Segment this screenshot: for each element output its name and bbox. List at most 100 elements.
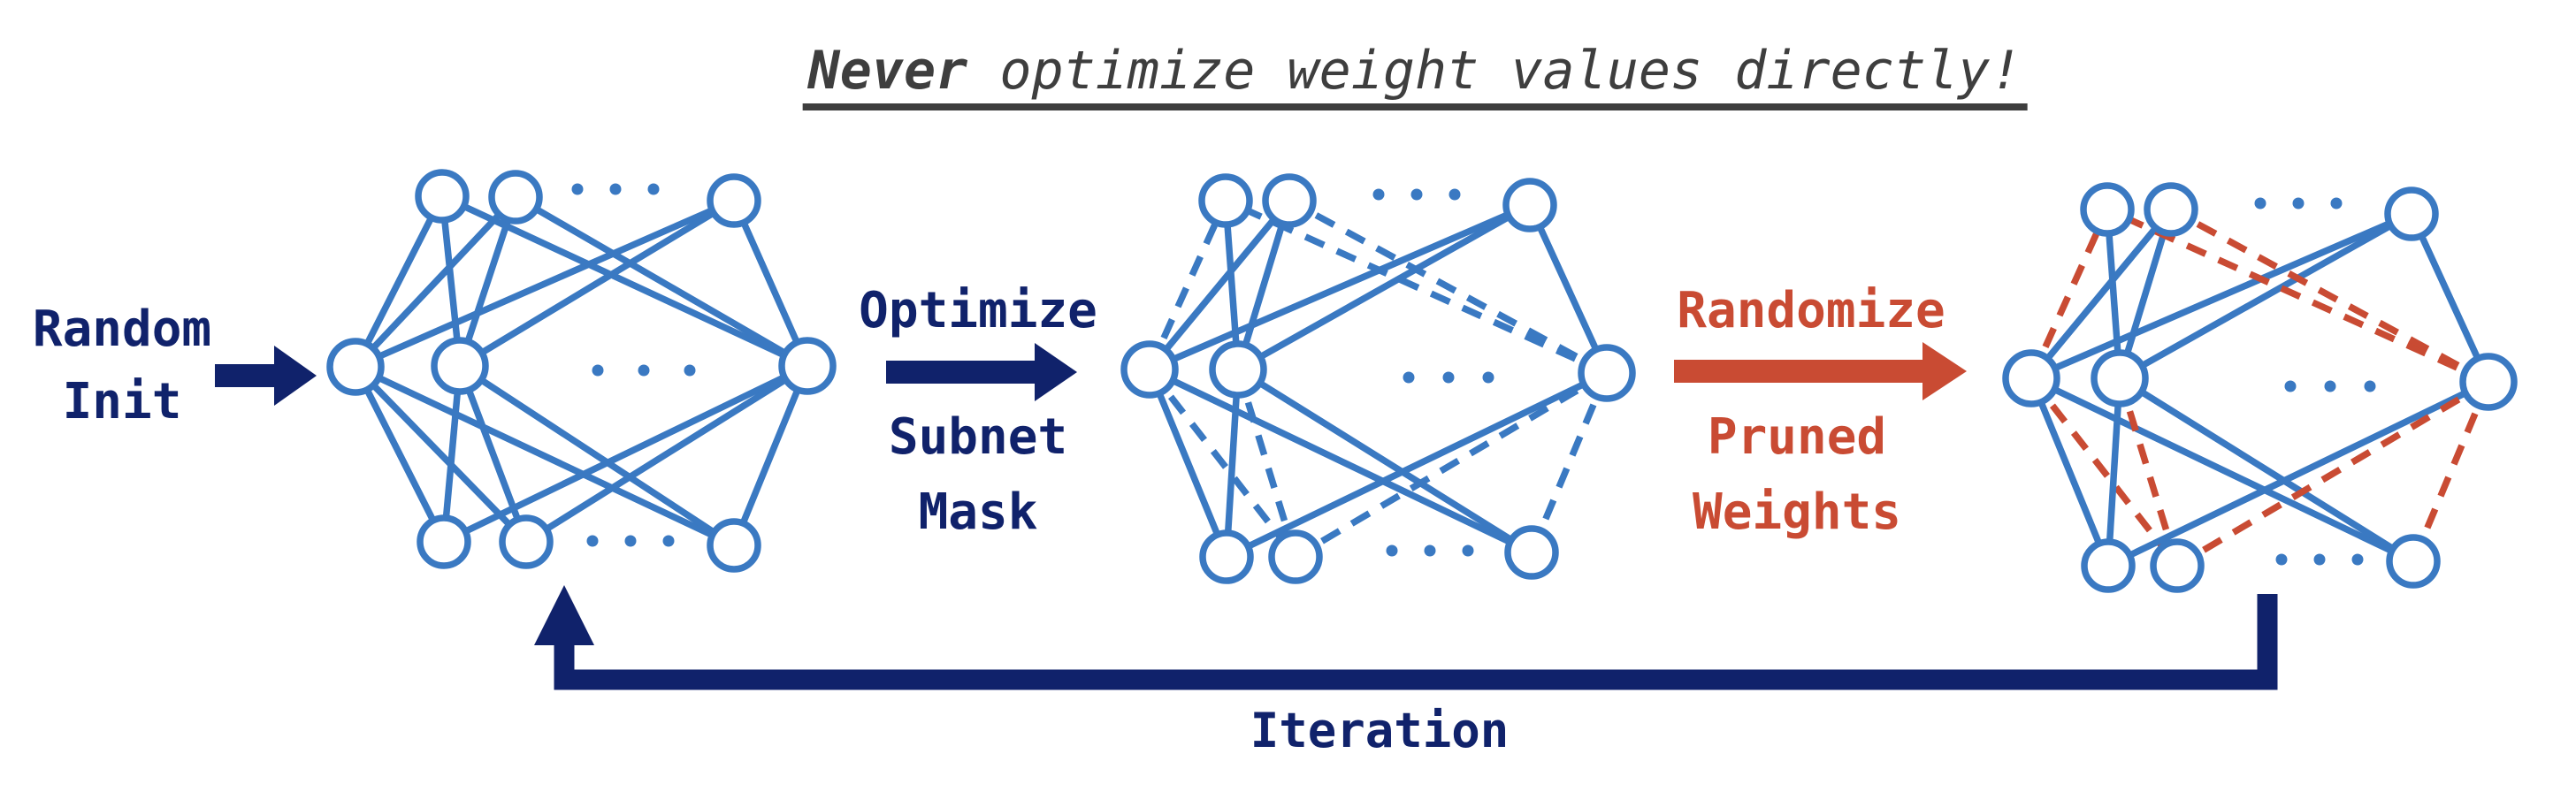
ellipsis-dot: [684, 364, 696, 377]
weight-edge: [2029, 375, 2415, 565]
pruned-weight-edge: [1146, 199, 1229, 371]
weight-edge: [1148, 366, 1533, 556]
ellipsis-dot: [1372, 188, 1385, 201]
neuron-node: [2144, 182, 2198, 237]
figure-title: Never optimize weight values directly!: [802, 40, 2028, 110]
pruned-weight-edge: [1528, 371, 1610, 554]
pruned-weight-edge: [440, 193, 809, 369]
title-rest: optimize weight values directly!: [967, 40, 2022, 102]
weight-edge: [353, 194, 518, 369]
neuron-node: [2002, 349, 2060, 407]
pruned-weight-edge: [1224, 197, 1609, 377]
neuron-node: [1198, 173, 1253, 228]
pruned-weight-edge: [1147, 367, 1298, 560]
weight-edge: [2118, 210, 2413, 382]
neuron-node: [1502, 178, 1557, 232]
neuron-node: [2091, 349, 2149, 407]
neuron-node: [707, 518, 761, 573]
ellipsis-dot: [2330, 197, 2343, 209]
ellipsis-dot: [647, 183, 660, 195]
pruned-weight-edge: [2175, 378, 2490, 569]
weight-edge: [352, 365, 447, 544]
pruned-weight-edge: [1288, 197, 1609, 377]
weight-edge: [2028, 377, 2112, 567]
ellipsis-dot: [2351, 553, 2364, 566]
neuron-node: [326, 338, 385, 396]
weight-edge: [1148, 202, 1532, 373]
neuron-node: [415, 169, 470, 224]
neuron-node: [778, 337, 837, 395]
ellipsis-dot: [2254, 197, 2266, 209]
pruned-weight-edge: [730, 364, 811, 547]
neuron-node: [499, 514, 554, 569]
ellipsis-dot: [638, 364, 650, 377]
neuron-node: [431, 337, 489, 395]
ellipsis-dot: [1449, 188, 1461, 201]
neuron-node: [2459, 353, 2518, 411]
ellipsis-dot: [2284, 380, 2297, 392]
weight-edge: [457, 362, 737, 549]
right-arrow-icon: [1674, 360, 1926, 383]
weight-edge: [2106, 378, 2490, 569]
pruned-weight-edge: [1294, 369, 1609, 560]
neuron-node: [1209, 340, 1267, 399]
neuron-node: [1120, 340, 1179, 399]
neuron-node: [1504, 525, 1559, 580]
pruned-weight-edge: [2410, 380, 2492, 563]
weight-edge: [1147, 198, 1292, 372]
ellipsis-dot: [2364, 380, 2376, 392]
pruned-weight-edge: [2169, 206, 2490, 385]
weight-edge: [2029, 207, 2174, 381]
ellipsis-dot: [1403, 371, 1415, 384]
weight-edge: [458, 197, 736, 369]
ellipsis-dot: [624, 535, 637, 547]
randomize-arrow: [1674, 342, 1967, 400]
randomize-label: Randomize: [1677, 282, 1945, 339]
arrow-head-icon: [274, 346, 317, 406]
weight-edge: [1236, 366, 1533, 556]
right-arrow-icon: [886, 361, 1038, 384]
pruned-weight-edge: [352, 194, 446, 369]
ellipsis-dot: [662, 535, 675, 547]
ellipsis-dot: [2324, 380, 2336, 392]
random-init-arrow: [215, 346, 317, 406]
neuron-node: [2081, 538, 2136, 593]
network-subnet-mask: [1120, 173, 1636, 584]
pruned-weights-label: Pruned Weights: [1692, 408, 1902, 541]
ellipsis-dot: [2275, 553, 2288, 566]
subnet-mask-label: Subnet Mask: [888, 408, 1068, 541]
neuron-node: [2386, 534, 2441, 589]
ellipsis-dot: [1482, 371, 1494, 384]
optimize-arrow: [886, 343, 1077, 401]
weight-edge: [354, 197, 736, 370]
network-random-init: [326, 169, 837, 573]
ellipsis-dot: [1410, 188, 1423, 201]
arrow-head-icon: [1035, 343, 1077, 401]
weight-edge: [354, 363, 736, 549]
random-init-label: Random Init: [32, 301, 212, 430]
arrow-head-icon: [1922, 342, 1967, 400]
network-randomized-weights: [2002, 182, 2518, 593]
pruned-weight-edge: [524, 362, 809, 545]
neuron-node: [2080, 182, 2135, 237]
ellipsis-dot: [2292, 197, 2305, 209]
neuron-node: [417, 514, 471, 569]
neuron-node: [1268, 529, 1323, 584]
iteration-loop-arrow: [534, 585, 2278, 690]
pruned-weight-edge: [2106, 206, 2490, 385]
ellipsis-dot: [1386, 544, 1398, 557]
ellipsis-dot: [1424, 544, 1436, 557]
weight-edge: [1223, 369, 1242, 558]
pruned-weight-edge: [2029, 376, 2180, 568]
weight-edge: [2029, 210, 2413, 382]
weight-edge: [2118, 375, 2415, 565]
neuron-node: [488, 170, 543, 225]
loop-path: [554, 594, 2278, 690]
pruned-weight-edge: [514, 194, 809, 369]
title-emphasis: Never: [807, 40, 968, 102]
weight-edge: [442, 362, 809, 545]
optimize-label: Optimize: [859, 282, 1097, 339]
neuron-node: [2150, 538, 2205, 593]
ellipsis-dot: [592, 364, 604, 377]
